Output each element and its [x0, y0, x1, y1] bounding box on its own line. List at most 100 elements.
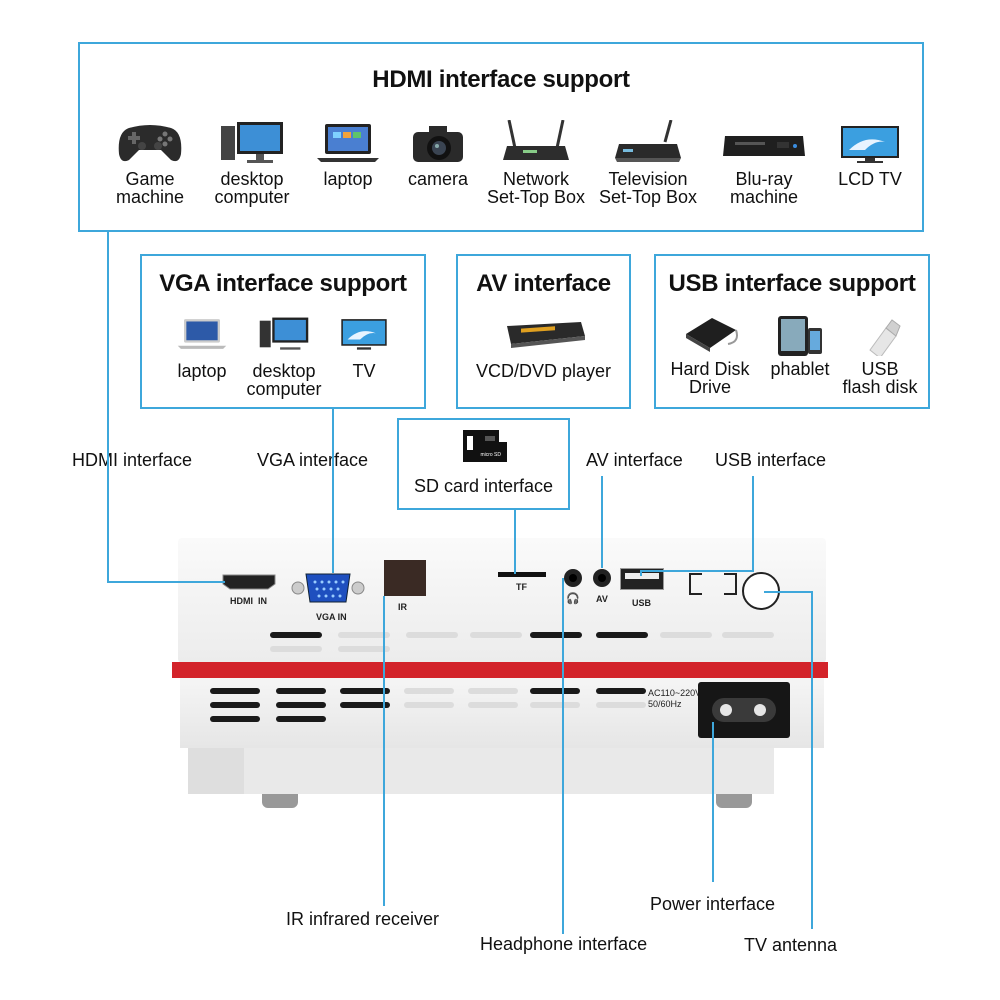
set-top-box-icon [615, 120, 681, 162]
hdmi-device-camera: camera [378, 120, 498, 188]
callout-headphone-interface: Headphone interface [480, 934, 648, 954]
hdmi-device-game-machine: Game machine [90, 120, 210, 206]
vga-device-laptop: laptop [142, 316, 262, 380]
wire-hdmi [107, 232, 109, 582]
callout-av-interface: AV interface [586, 450, 683, 470]
ir-port-label: IR [398, 602, 407, 612]
bracket-marking [689, 573, 737, 595]
usb-device-flash-disk: USB flash disk [820, 314, 940, 396]
tf-slot [498, 572, 546, 577]
desktop-computer-icon [259, 317, 309, 350]
usb-port [620, 568, 664, 590]
projector-red-stripe [172, 662, 828, 678]
sd-card-icon: micro SD [463, 430, 507, 462]
device-label: desktop [220, 169, 284, 189]
device-label: Set-Top Box [598, 187, 698, 207]
sd-card-label: SD card interface [413, 476, 554, 496]
blu-ray-icon [723, 136, 805, 156]
wire-power [712, 722, 714, 882]
wire-hdmi-horizontal [107, 581, 225, 583]
device-label: VCD/DVD player [475, 361, 612, 381]
usb-flash-icon [869, 319, 901, 356]
projector-base [188, 748, 774, 794]
device-label: computer [246, 379, 322, 399]
hdmi-device-laptop: laptop [288, 120, 408, 188]
router-icon [503, 120, 569, 160]
wire-av [601, 476, 603, 568]
projector-foot [262, 794, 298, 808]
device-label: computer [214, 187, 290, 207]
laptop-icon [317, 124, 379, 162]
device-label: camera [407, 169, 469, 189]
device-label: Drive [688, 377, 731, 397]
sd-card-text: micro SD [480, 452, 501, 458]
phablet-icon [778, 316, 822, 356]
wire-sd [514, 510, 516, 574]
camera-icon [413, 126, 463, 162]
device-label: LCD TV [838, 169, 902, 189]
device-label: Television [608, 169, 688, 189]
device-label: Game [125, 169, 175, 189]
laptop-icon [177, 319, 227, 349]
wire-ir [383, 596, 385, 906]
wire-antenna-horizontal [764, 591, 812, 593]
device-label: phablet [770, 359, 830, 379]
projector-foot [716, 794, 752, 808]
sd-card-box: micro SD SD card interface [397, 418, 570, 510]
device-label: Blu-ray [735, 169, 793, 189]
hdmi-device-television-set-top-box: Television Set-Top Box [588, 120, 708, 206]
callout-tv-antenna: TV antenna [744, 935, 838, 955]
callout-hdmi-interface: HDMI interface [72, 450, 193, 470]
callout-usb-interface: USB interface [715, 450, 827, 470]
device-label: machine [115, 187, 185, 207]
usb-support-title: USB interface support [668, 270, 916, 297]
hdmi-device-lcd-tv: LCD TV [810, 120, 930, 188]
hdmi-port-label: HDMI IN [230, 596, 267, 606]
vga-support-box: VGA interface support laptop desktop com… [140, 254, 426, 409]
desktop-computer-icon [221, 122, 283, 163]
tf-port-label: TF [516, 582, 527, 592]
projector-vents-lower [210, 688, 646, 722]
power-rating-line2: 50/60Hz [648, 699, 682, 709]
headphone-icon: 🎧 [566, 593, 580, 605]
hdmi-support-title: HDMI interface support [372, 66, 630, 93]
device-label: laptop [177, 361, 227, 381]
projector-base-block [188, 748, 244, 794]
callout-power-interface: Power interface [650, 894, 776, 914]
device-label: flash disk [842, 377, 918, 397]
wire-headphone [562, 578, 564, 934]
hdmi-device-desktop-computer: desktop computer [192, 120, 312, 206]
device-label: laptop [323, 169, 373, 189]
hdmi-support-box: HDMI interface support Game machine desk… [78, 42, 924, 232]
av-support-box: AV interface VCD/DVD player [456, 254, 631, 409]
hdmi-device-blu-ray: Blu-ray machine [704, 120, 824, 206]
device-label: USB [861, 359, 899, 379]
hdmi-port [222, 574, 276, 590]
wire-vga [332, 409, 334, 573]
vga-device-tv: TV [304, 316, 424, 380]
gamepad-icon [118, 125, 182, 162]
device-label: Network [502, 169, 569, 189]
av-device-dvd-player: VCD/DVD player [458, 318, 629, 380]
usb-device-phablet: phablet [740, 314, 860, 378]
wire-usb-drop [640, 570, 642, 576]
tv-icon [341, 319, 387, 350]
device-label: Set-Top Box [486, 187, 586, 207]
callout-vga-interface: VGA interface [257, 450, 369, 470]
wire-usb [752, 476, 754, 572]
projector-vents [270, 632, 774, 652]
usb-port-label: USB [632, 598, 652, 608]
hdmi-device-network-set-top-box: Network Set-Top Box [476, 120, 596, 206]
power-rating-line1: AC110~220V [648, 688, 702, 698]
device-label: TV [352, 361, 376, 381]
callout-ir-receiver: IR infrared receiver [286, 909, 440, 929]
vga-port-label: VGA IN [316, 612, 347, 622]
ir-window [384, 560, 426, 596]
usb-device-hard-disk: Hard Disk Drive [650, 314, 770, 396]
wire-antenna [811, 591, 813, 929]
lcd-tv-icon [841, 126, 899, 163]
device-label: machine [729, 187, 799, 207]
vga-support-title: VGA interface support [159, 270, 407, 297]
device-label: desktop [252, 361, 316, 381]
vga-port [291, 573, 365, 603]
